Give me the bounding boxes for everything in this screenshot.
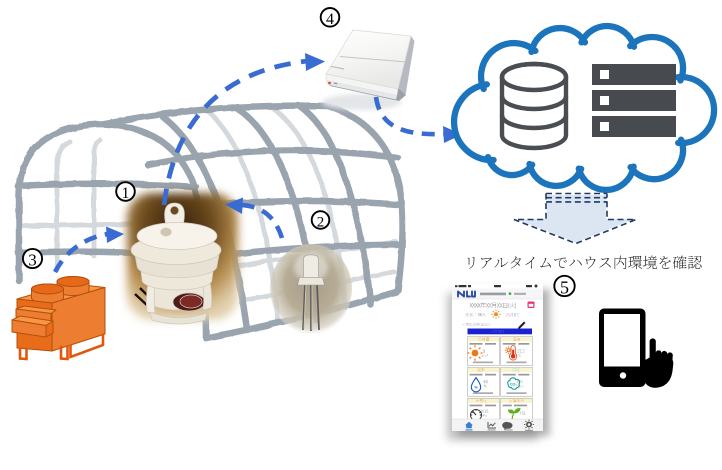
svg-text:2: 2 bbox=[317, 214, 325, 230]
svg-text:CO₂: CO₂ bbox=[510, 382, 518, 386]
svg-text:3: 3 bbox=[28, 250, 37, 269]
svg-text:4: 4 bbox=[326, 11, 334, 28]
svg-text:1: 1 bbox=[122, 185, 130, 202]
svg-text:5: 5 bbox=[560, 277, 569, 297]
svg-text:%: % bbox=[474, 386, 478, 390]
